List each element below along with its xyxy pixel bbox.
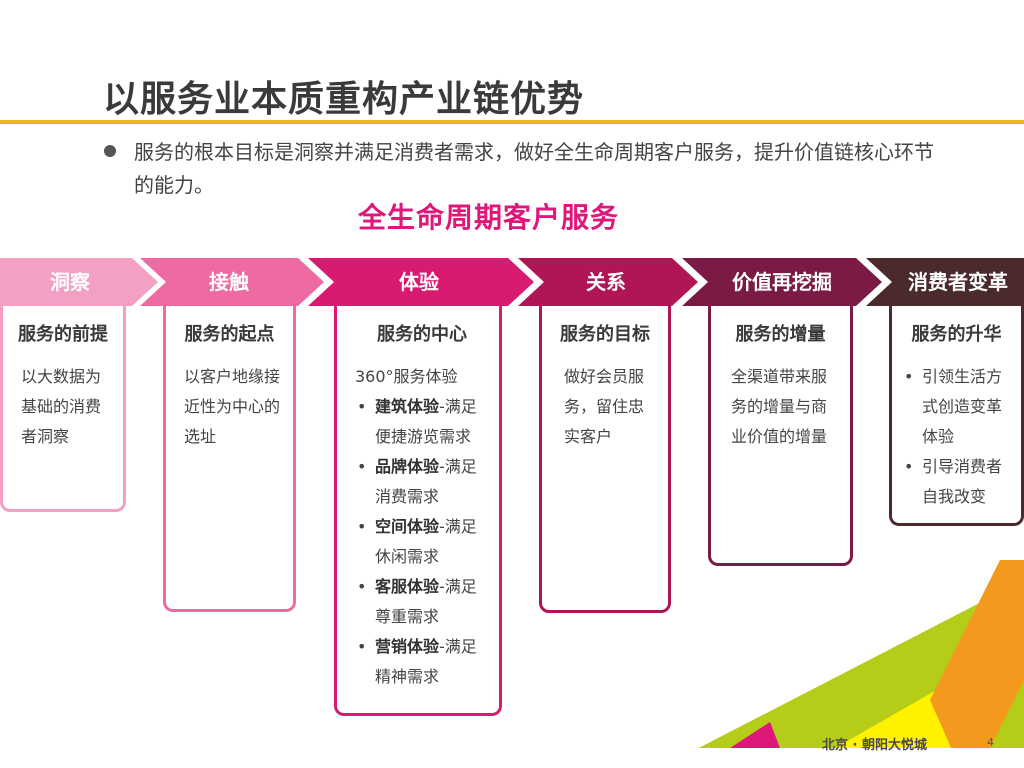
list-item: 建筑体验-满足便捷游览需求 <box>355 392 489 452</box>
title-underline <box>0 120 1024 124</box>
card-value-mining: 服务的增量 全渠道带来服务的增量与商业价值的增量 <box>708 306 853 566</box>
footer-brand-logo: 北京 · 朝阳大悦城 <box>822 734 927 753</box>
card-text: 以客户地缘接近性为中心的选址 <box>176 362 283 452</box>
stage-label-relationship: 关系 <box>544 258 668 306</box>
list-item: 空间体验-满足休闲需求 <box>355 512 489 572</box>
card-text: 做好会员服务，留住忠实客户 <box>552 362 658 452</box>
card-text: 全渠道带来服务的增量与商业价值的增量 <box>721 362 840 452</box>
change-list: 引领生活方式创造变革体验 引导消费者自我改变 <box>902 362 1011 512</box>
list-item: 引导消费者自我改变 <box>902 452 1011 512</box>
section-subtitle: 全生命周期客户服务 <box>358 196 619 236</box>
intro-text: 服务的根本目标是洞察并满足消费者需求，做好全生命周期客户服务，提升价值链核心环节… <box>134 136 934 202</box>
card-experience: 服务的中心 360°服务体验 建筑体验-满足便捷游览需求 品牌体验-满足消费需求… <box>334 306 502 716</box>
card-title: 服务的目标 <box>552 320 658 346</box>
stage-label-consumer-change: 消费者变革 <box>892 258 1024 306</box>
page-number: 4 <box>987 736 994 749</box>
card-title: 服务的前提 <box>13 320 113 346</box>
card-observe: 服务的前提 以大数据为基础的消费者洞察 <box>0 306 126 512</box>
stage-label-value-mining: 价值再挖掘 <box>708 258 856 306</box>
list-item: 客服体验-满足尊重需求 <box>355 572 489 632</box>
card-title: 服务的升华 <box>902 320 1011 346</box>
card-text: 360°服务体验 <box>355 362 489 392</box>
card-relationship: 服务的目标 做好会员服务，留住忠实客户 <box>539 306 671 613</box>
list-item: 引领生活方式创造变革体验 <box>902 362 1011 452</box>
stage-label-experience: 体验 <box>334 258 504 306</box>
stage-chevrons <box>0 258 1024 306</box>
card-text: 以大数据为基础的消费者洞察 <box>13 362 113 452</box>
card-title: 服务的增量 <box>721 320 840 346</box>
card-consumer-change: 服务的升华 引领生活方式创造变革体验 引导消费者自我改变 <box>889 306 1024 526</box>
card-contact: 服务的起点 以客户地缘接近性为中心的选址 <box>163 306 296 612</box>
experience-list: 建筑体验-满足便捷游览需求 品牌体验-满足消费需求 空间体验-满足休闲需求 客服… <box>355 392 489 692</box>
bullet-icon <box>104 145 116 157</box>
stage-label-contact: 接触 <box>166 258 292 306</box>
page-title: 以服务业本质重构产业链优势 <box>103 70 584 122</box>
list-item: 品牌体验-满足消费需求 <box>355 452 489 512</box>
card-title: 服务的中心 <box>355 320 489 346</box>
list-item: 营销体验-满足精神需求 <box>355 632 489 692</box>
stage-label-observe: 洞察 <box>0 258 140 306</box>
card-title: 服务的起点 <box>176 320 283 346</box>
